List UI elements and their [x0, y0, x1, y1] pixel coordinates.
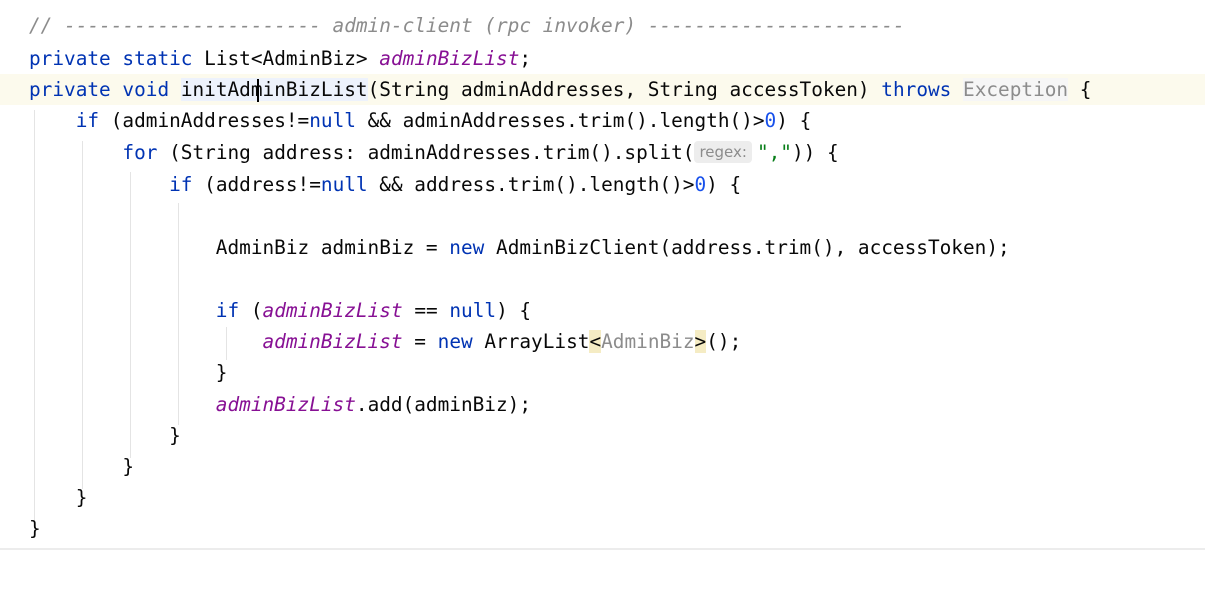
- keyword: throws: [881, 78, 952, 101]
- code-text: (address!=: [204, 173, 321, 196]
- keyword: if: [215, 299, 240, 322]
- brace: }: [169, 424, 181, 447]
- code-text: )) {: [791, 141, 839, 164]
- exception-type: Exception: [963, 78, 1069, 101]
- keyword: private: [29, 47, 111, 70]
- code-line-8[interactable]: if (adminBizList == null) {: [0, 295, 1205, 326]
- string-literal: ",": [756, 141, 792, 164]
- code-text: (String address: adminAddresses.trim().s…: [169, 141, 695, 164]
- code-line-6[interactable]: if (address!=null && address.trim().leng…: [0, 169, 1205, 200]
- parameter-hint: regex:: [694, 141, 752, 163]
- brace: }: [215, 361, 228, 384]
- keyword: void: [122, 78, 170, 101]
- type-argument: AdminBiz: [601, 330, 695, 353]
- code-line-15[interactable]: }: [0, 513, 1205, 544]
- code-text: (adminAddresses!=: [110, 109, 310, 132]
- text-caret: [257, 79, 259, 102]
- parameters: (String adminAddresses, String accessTok…: [367, 78, 870, 101]
- keyword: if: [169, 173, 193, 196]
- brace: }: [75, 486, 88, 509]
- keyword: if: [75, 109, 100, 132]
- keyword: private: [29, 78, 111, 101]
- bracket-match: >: [694, 330, 707, 353]
- code-line-9[interactable]: adminBizList = new ArrayList<AdminBiz>()…: [0, 326, 1205, 357]
- keyword: null: [309, 109, 356, 132]
- code-text: .add(adminBiz);: [355, 393, 532, 416]
- keyword: null: [449, 299, 497, 322]
- code-line-blank[interactable]: [0, 200, 1205, 231]
- code-line-5[interactable]: for (String address: adminAddresses.trim…: [0, 137, 1205, 168]
- editor-bottom-border: [0, 548, 1205, 550]
- field-name: adminBizList: [262, 299, 403, 322]
- field-name: adminBizList: [262, 330, 403, 353]
- code-line-7[interactable]: AdminBiz adminBiz = new AdminBizClient(a…: [0, 232, 1205, 263]
- code-text: ) {: [776, 109, 812, 132]
- code-text: ) {: [706, 173, 742, 196]
- code-text: && address.trim().length()>: [379, 173, 695, 196]
- brace: }: [122, 455, 135, 478]
- code-text: (: [250, 299, 263, 322]
- code-line-12[interactable]: }: [0, 420, 1205, 451]
- brace: {: [1079, 78, 1092, 101]
- comment: // ---------------------- admin-client (…: [29, 14, 905, 37]
- field-name: adminBizList: [215, 393, 356, 416]
- code-line-10[interactable]: }: [0, 357, 1205, 388]
- keyword: new: [449, 236, 485, 259]
- bracket-match: <: [589, 330, 602, 353]
- operator: ==: [414, 299, 438, 322]
- code-text: AdminBiz adminBiz =: [215, 236, 438, 259]
- code-line-14[interactable]: }: [0, 482, 1205, 513]
- number-literal: 0: [764, 109, 777, 132]
- indent-guide: [178, 203, 179, 425]
- code-line-1[interactable]: // ---------------------- admin-client (…: [0, 10, 1205, 41]
- keyword: for: [122, 141, 158, 164]
- number-literal: 0: [694, 173, 707, 196]
- keyword: static: [122, 47, 193, 70]
- operator: =: [414, 330, 426, 353]
- code-line-11[interactable]: adminBizList.add(adminBiz);: [0, 389, 1205, 420]
- code-line-4[interactable]: if (adminAddresses!=null && adminAddress…: [0, 105, 1205, 136]
- method-name[interactable]: initAdminBizList: [180, 78, 368, 101]
- code-line-blank[interactable]: [0, 263, 1205, 294]
- brace: }: [29, 517, 41, 540]
- indent-guide: [226, 327, 227, 360]
- code-line-2[interactable]: private static List<AdminBiz> adminBizLi…: [0, 43, 1205, 74]
- keyword: null: [320, 173, 368, 196]
- code-editor[interactable]: // ---------------------- admin-client (…: [0, 0, 1205, 550]
- keyword: new: [437, 330, 473, 353]
- code-text: ();: [706, 330, 742, 353]
- code-line-13[interactable]: }: [0, 451, 1205, 482]
- class-name: ArrayList: [484, 330, 590, 353]
- punctuation: ;: [519, 47, 532, 70]
- code-text: && adminAddresses.trim().length()>: [367, 109, 765, 132]
- indent-guide: [130, 172, 131, 458]
- indent-guide: [82, 141, 83, 489]
- code-line-3[interactable]: private void initAdminBizList(String adm…: [0, 74, 1205, 105]
- code-text: ) {: [496, 299, 532, 322]
- field-name: adminBizList: [379, 47, 520, 70]
- indent-guide: [34, 110, 35, 520]
- type: List<AdminBiz>: [204, 47, 368, 70]
- code-text: AdminBizClient(address.trim(), accessTok…: [496, 236, 1010, 259]
